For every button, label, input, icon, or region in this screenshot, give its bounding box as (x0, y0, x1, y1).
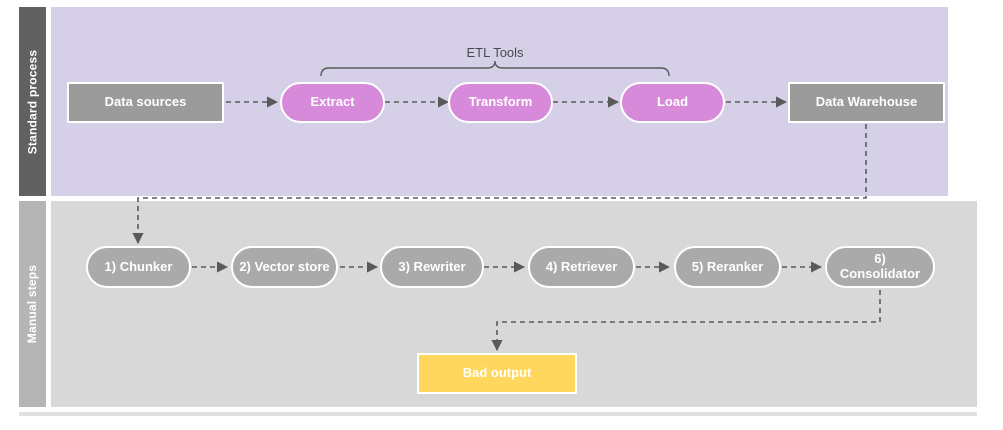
node-bad-output[interactable]: Bad output (417, 353, 577, 394)
node-label-consolidator: 6) Consolidator (839, 251, 921, 281)
node-label-rewriter: 3) Rewriter (398, 258, 466, 274)
node-label-data-sources: Data sources (104, 94, 187, 110)
node-label-reranker: 5) Reranker (691, 258, 764, 274)
node-data-sources[interactable]: Data sources (67, 82, 224, 123)
annotation-etl-tools: ETL Tools (466, 45, 524, 60)
lane-header-standard-process: Standard process (19, 7, 46, 196)
node-label-load: Load (656, 94, 689, 110)
bottom-separator-rule (19, 412, 977, 416)
lane-header-manual-steps: Manual steps (19, 201, 46, 407)
node-retriever[interactable]: 4) Retriever (528, 246, 635, 288)
node-data-warehouse[interactable]: Data Warehouse (788, 82, 945, 123)
node-extract[interactable]: Extract (280, 82, 385, 123)
node-label-chunker: 1) Chunker (104, 258, 173, 274)
node-label-transform: Transform (468, 94, 533, 110)
node-label-extract: Extract (310, 94, 355, 110)
node-rewriter[interactable]: 3) Rewriter (380, 246, 484, 288)
node-consolidator[interactable]: 6) Consolidator (825, 246, 935, 288)
node-transform[interactable]: Transform (448, 82, 553, 123)
node-label-vector-store: 2) Vector store (239, 258, 330, 274)
node-chunker[interactable]: 1) Chunker (86, 246, 191, 288)
node-label-bad-output: Bad output (462, 365, 532, 381)
lane-label-manual-steps: Manual steps (25, 264, 40, 344)
node-reranker[interactable]: 5) Reranker (674, 246, 781, 288)
lane-label-standard-process: Standard process (25, 49, 40, 154)
node-label-retriever: 4) Retriever (545, 258, 618, 274)
node-vector-store[interactable]: 2) Vector store (231, 246, 338, 288)
node-load[interactable]: Load (620, 82, 725, 123)
node-label-data-warehouse: Data Warehouse (815, 94, 918, 110)
